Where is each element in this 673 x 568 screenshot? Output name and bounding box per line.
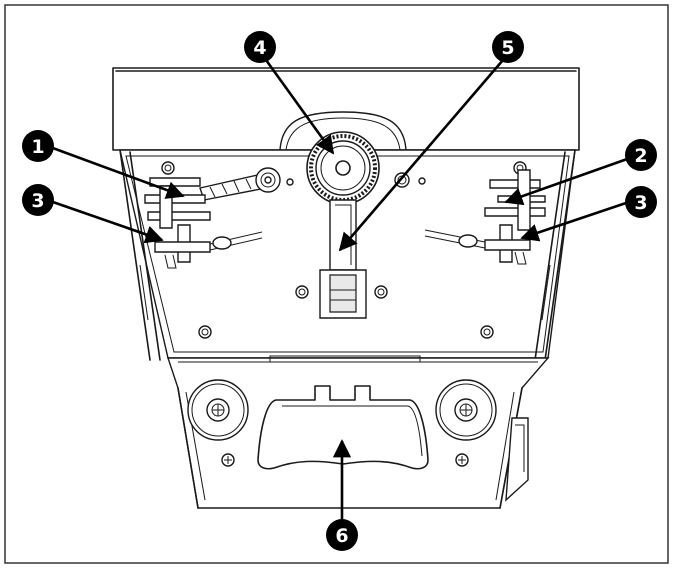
leader-4 [264, 59, 335, 155]
left-switch-assembly [144, 177, 263, 269]
callout-leaders [49, 59, 631, 522]
lower-screws [221, 453, 469, 467]
vertical-lever [319, 199, 367, 319]
left-roller [187, 379, 249, 441]
handle-opening [257, 385, 429, 470]
callout-label: 3 [634, 192, 647, 214]
callout-3-right: 3 [625, 186, 657, 218]
callout-label: 4 [253, 37, 266, 59]
leader-2 [504, 156, 631, 206]
callout-6: 6 [326, 519, 358, 551]
callout-label: 3 [31, 190, 44, 212]
figure-border [4, 4, 669, 564]
central-spool [306, 131, 380, 205]
callout-label: 6 [335, 525, 348, 547]
leader-5 [338, 59, 504, 252]
callout-label: 5 [501, 37, 514, 59]
callout-4: 4 [244, 31, 276, 63]
callout-2: 2 [625, 139, 657, 171]
callout-label: 1 [31, 136, 44, 158]
leader-3-left [49, 199, 164, 244]
callout-label: 2 [634, 145, 647, 167]
leader-3-right [520, 200, 630, 242]
leader-1 [49, 145, 185, 199]
callout-1: 1 [22, 130, 54, 162]
callout-3-left: 3 [22, 184, 54, 216]
left-linkage-arm [199, 167, 281, 201]
right-roller [435, 379, 497, 441]
callout-5: 5 [492, 31, 524, 63]
